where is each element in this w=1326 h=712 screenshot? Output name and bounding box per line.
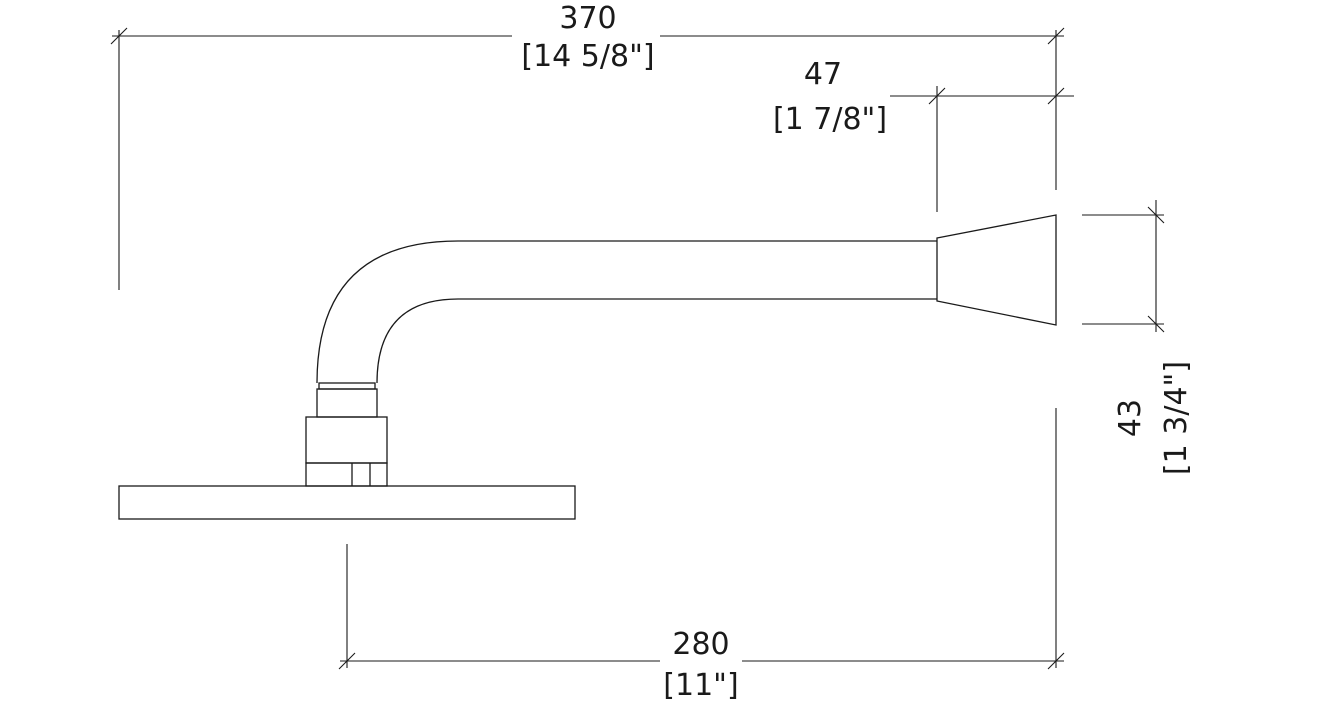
projection-mm: 280 <box>672 627 729 662</box>
tick-right <box>1047 87 1065 105</box>
nozzle-length-mm: 47 <box>804 57 842 92</box>
tick-bottom <box>1147 315 1165 333</box>
arm-inner-curve <box>376 298 937 384</box>
nozzle-diameter-mm: 43 <box>1113 399 1148 437</box>
shower-arm-part <box>118 214 1057 520</box>
overall-length-inch: [14 5/8"] <box>521 39 654 74</box>
tick-left <box>928 87 946 105</box>
coupling-body <box>305 416 388 464</box>
arm-neck-ring <box>318 382 376 390</box>
nozzle-diameter-inch: [1 3/4"] <box>1159 361 1194 475</box>
dimension-projection: 280 [11"] <box>338 408 1065 703</box>
arm-outer-curve <box>316 240 937 384</box>
dimension-overall-length: 370 [14 5/8"] <box>110 1 1065 290</box>
projection-inch: [11"] <box>663 668 738 703</box>
tick-right <box>1047 27 1065 45</box>
tick-left <box>338 652 356 670</box>
tick-top <box>1147 206 1165 224</box>
wall-flange-plate <box>118 485 576 520</box>
tick-right <box>1047 652 1065 670</box>
lower-nut <box>305 462 388 487</box>
nozzle-length-inch: [1 7/8"] <box>773 102 887 137</box>
tick-left <box>110 27 128 45</box>
shower-nozzle-cone <box>936 214 1057 326</box>
overall-length-mm: 370 <box>559 1 616 36</box>
dimension-nozzle-diameter: 43 [1 3/4"] <box>1082 200 1194 475</box>
arm-neck <box>316 388 378 418</box>
dimension-nozzle-length: 47 [1 7/8"] <box>773 57 1074 212</box>
